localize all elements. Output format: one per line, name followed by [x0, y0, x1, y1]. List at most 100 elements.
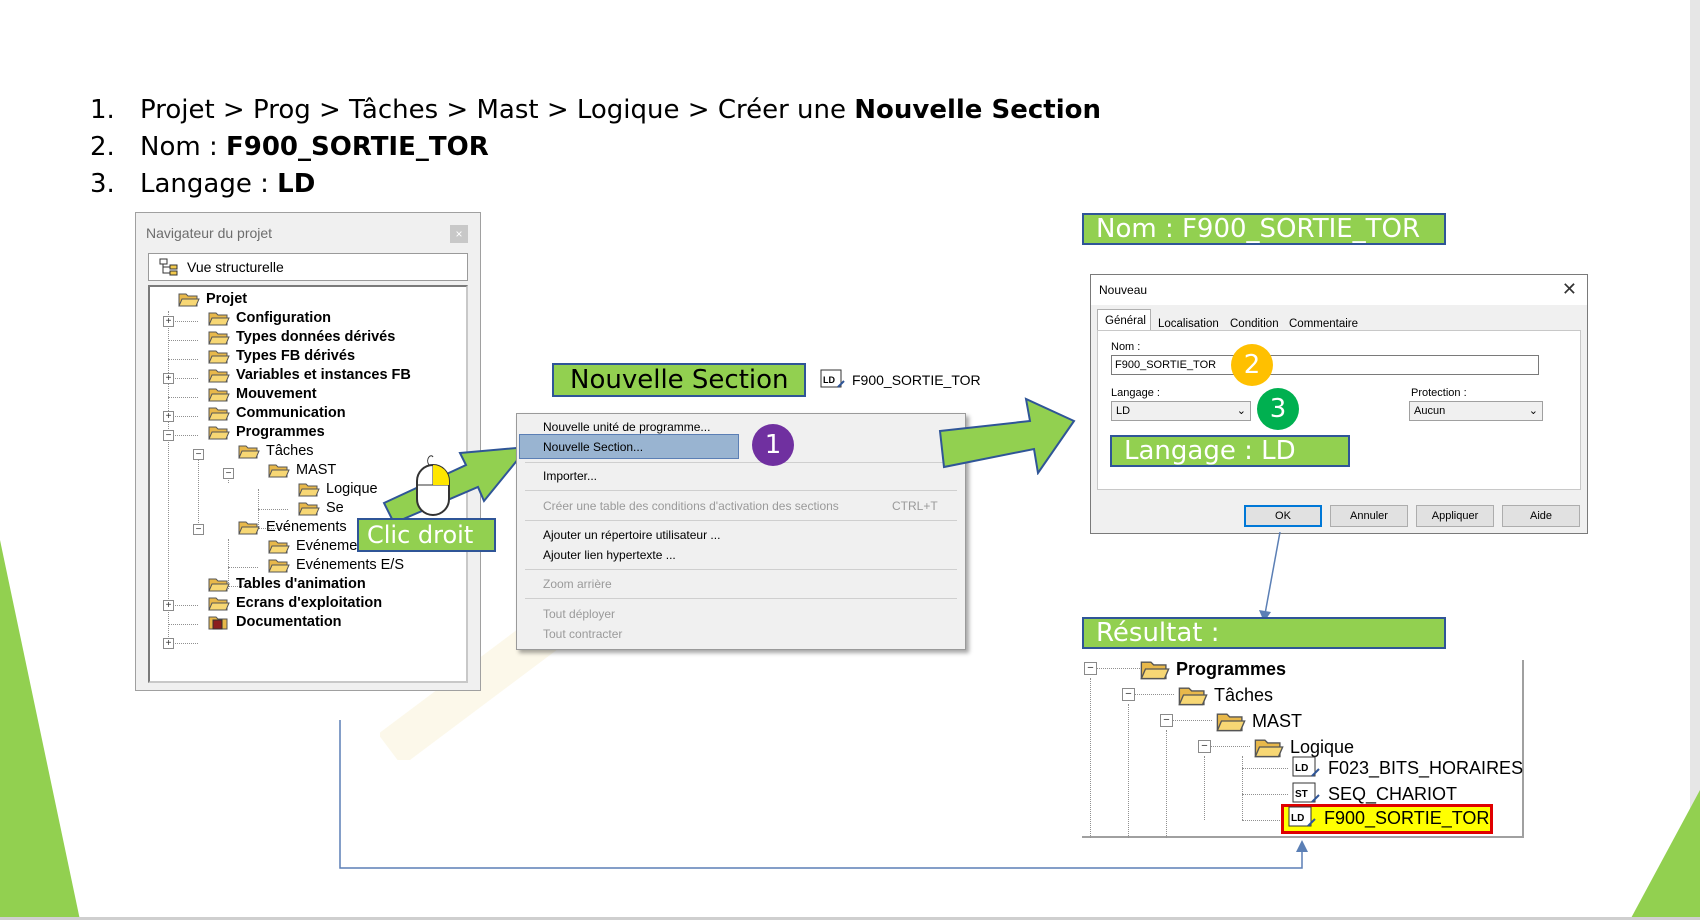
collapse-toggle[interactable]: − — [1084, 662, 1097, 675]
result-section-seq-chariot[interactable]: ST SEQ_CHARIOT — [1292, 782, 1457, 806]
folder-open-icon — [208, 312, 230, 326]
collapse-toggle[interactable]: − — [1160, 714, 1173, 727]
section-chip: LD F900_SORTIE_TOR — [820, 369, 981, 391]
protection-select[interactable]: Aucun ⌄ — [1409, 401, 1543, 421]
menu-item-add-hyperlink[interactable]: Ajouter lien hypertexte ... — [543, 548, 676, 562]
tree-node-evt-es[interactable]: Evénements E/S — [268, 557, 404, 573]
tab-condition[interactable]: Condition — [1230, 318, 1279, 330]
instruction-number: 1. — [90, 95, 115, 125]
instruction-bold: F900_SORTIE_TOR — [225, 132, 489, 162]
result-section-f023[interactable]: LD F023_BITS_HORAIRES — [1292, 756, 1523, 780]
tree-node-types-fb[interactable]: Types FB dérivés — [208, 348, 355, 364]
folder-open-icon — [298, 502, 320, 516]
tree-node-mast[interactable]: MAST — [268, 462, 336, 478]
step-badge-3: 3 — [1257, 388, 1299, 430]
language-label: Langage : LD — [1110, 435, 1350, 467]
menu-item-add-user-dir[interactable]: Ajouter un répertoire utilisateur ... — [543, 528, 721, 542]
structure-icon — [159, 258, 178, 276]
tree-node-ecrans[interactable]: Ecrans d'exploitation — [208, 595, 382, 611]
expand-toggle[interactable]: + — [163, 600, 174, 611]
tree-node-communication[interactable]: Communication — [208, 405, 346, 421]
tree-node-programmes[interactable]: Programmes — [208, 424, 325, 440]
ok-button[interactable]: OK — [1244, 505, 1322, 527]
documentation-icon — [208, 616, 228, 630]
collapse-toggle[interactable]: − — [1122, 688, 1135, 701]
tree-node-evenements[interactable]: Evénements — [238, 519, 347, 535]
instruction-number: 3. — [90, 169, 115, 199]
structural-view-selector[interactable]: Vue structurelle — [148, 253, 468, 281]
cancel-button[interactable]: Annuler — [1330, 505, 1408, 527]
menu-item-zoom-out[interactable]: Zoom arrière — [543, 577, 612, 591]
svg-text:LD: LD — [1291, 813, 1304, 824]
name-field-label: Nom : — [1111, 341, 1141, 353]
expand-toggle[interactable]: + — [163, 411, 174, 422]
menu-item-expand-all[interactable]: Tout déployer — [543, 607, 616, 621]
tree-node-se[interactable]: Se — [298, 500, 344, 516]
step-badge-1: 1 — [752, 424, 794, 466]
tree-node-logique[interactable]: Logique — [298, 481, 378, 497]
folder-open-icon — [298, 483, 320, 497]
expand-toggle[interactable]: + — [163, 316, 174, 327]
tree-node-configuration[interactable]: Configuration — [208, 310, 331, 326]
apply-button[interactable]: Appliquer — [1416, 505, 1494, 527]
navigator-close-button[interactable]: × — [450, 225, 468, 243]
collapse-toggle[interactable]: − — [1198, 740, 1211, 753]
result-node-taches[interactable]: Tâches — [1178, 684, 1273, 706]
tree-node-documentation[interactable]: Documentation — [208, 614, 342, 630]
slide-decoration-right — [1690, 0, 1700, 920]
collapse-toggle[interactable]: − — [223, 468, 234, 479]
help-button[interactable]: Aide — [1502, 505, 1580, 527]
ld-section-icon: LD — [1288, 806, 1316, 827]
st-section-icon: ST — [1292, 782, 1320, 803]
menu-item-new-section[interactable]: Nouvelle Section... — [543, 440, 644, 454]
folder-open-icon — [208, 369, 230, 383]
navigator-title: Navigateur du projet — [146, 225, 273, 241]
tab-localisation[interactable]: Localisation — [1158, 318, 1219, 330]
instruction-1: 1. Projet > Prog > Tâches > Mast > Logiq… — [90, 92, 1101, 129]
ld-section-icon: LD — [1292, 756, 1320, 777]
folder-open-icon — [208, 426, 230, 440]
connector-loop-line — [339, 720, 1308, 869]
tree-node-projet[interactable]: Projet — [178, 291, 247, 307]
result-node-logique[interactable]: Logique — [1254, 736, 1354, 758]
menu-item-import[interactable]: Importer... — [543, 469, 598, 483]
instruction-number: 2. — [90, 132, 115, 162]
menu-highlight — [519, 434, 739, 459]
tab-commentaire[interactable]: Commentaire — [1289, 318, 1359, 330]
menu-item-new-program-unit[interactable]: Nouvelle unité de programme... — [543, 420, 711, 434]
tree-node-tables[interactable]: Tables d'animation — [208, 576, 366, 592]
instruction-bold: Nouvelle Section — [854, 95, 1101, 125]
slide-decoration-left — [0, 540, 80, 920]
new-section-dialog: Nouveau ✕ Général Localisation Condition… — [1090, 274, 1588, 534]
chevron-down-icon: ⌄ — [1236, 405, 1246, 417]
mouse-icon — [416, 455, 450, 516]
tree-node-mouvement[interactable]: Mouvement — [208, 386, 317, 402]
close-icon[interactable]: ✕ — [1561, 279, 1577, 299]
expand-toggle[interactable]: + — [163, 638, 174, 649]
instructions-list: 1. Projet > Prog > Tâches > Mast > Logiq… — [90, 92, 1101, 203]
folder-open-icon — [1254, 739, 1284, 758]
result-section-f900[interactable]: LD F900_SORTIE_TOR — [1288, 806, 1489, 830]
folder-open-icon — [1216, 713, 1246, 732]
folder-open-icon — [208, 597, 230, 611]
language-select[interactable]: LD ⌄ — [1111, 401, 1251, 421]
language-field-label: Langage : — [1111, 387, 1160, 399]
menu-item-collapse-all[interactable]: Tout contracter — [543, 627, 623, 641]
collapse-toggle[interactable]: − — [193, 524, 204, 535]
new-section-highlight — [1281, 804, 1493, 834]
tree-node-types-donnees[interactable]: Types données dérivés — [208, 329, 395, 345]
collapse-toggle[interactable]: − — [193, 449, 204, 460]
tab-general[interactable]: Général — [1105, 315, 1146, 327]
project-navigator: Navigateur du projet × Vue structurelle … — [135, 212, 481, 691]
tree-node-variables[interactable]: Variables et instances FB — [208, 367, 411, 383]
expand-toggle[interactable]: + — [163, 373, 174, 384]
tree-node-taches[interactable]: Tâches — [238, 443, 314, 459]
menu-item-create-table[interactable]: Créer une table des conditions d'activat… — [543, 499, 839, 513]
folder-open-icon — [208, 578, 230, 592]
result-node-mast[interactable]: MAST — [1216, 710, 1302, 732]
arrow-to-menu — [382, 445, 530, 525]
result-node-programmes[interactable]: Programmes — [1140, 658, 1286, 680]
name-input[interactable]: F900_SORTIE_TOR — [1111, 355, 1539, 375]
slide-bottom-line — [0, 917, 1700, 920]
collapse-toggle[interactable]: − — [163, 430, 174, 441]
